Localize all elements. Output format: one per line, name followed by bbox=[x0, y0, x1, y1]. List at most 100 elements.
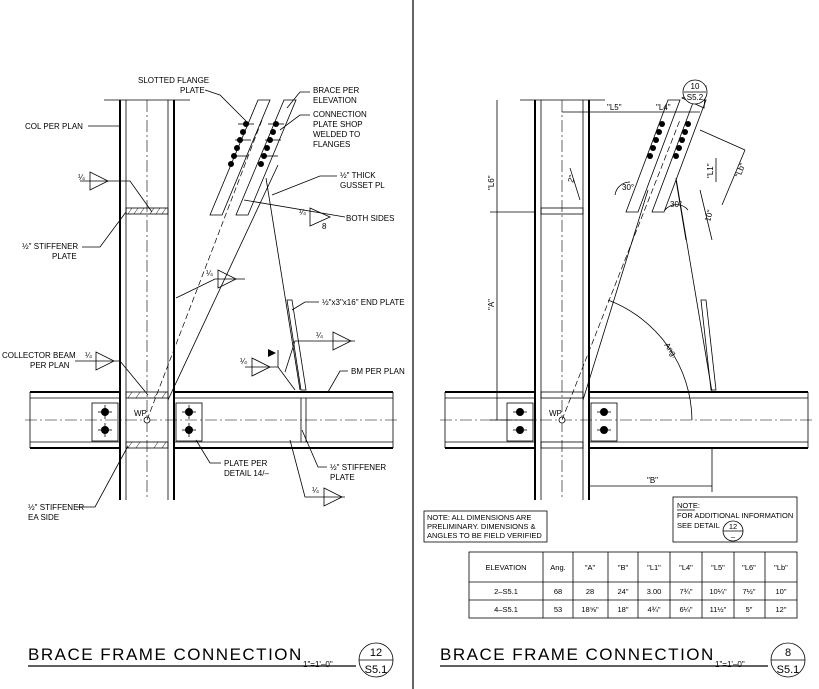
weld-symbol-field: ¼ bbox=[240, 349, 296, 391]
arc-30-a bbox=[614, 181, 631, 196]
table-cell: 6¼" bbox=[679, 605, 692, 614]
note-additional-info: NOTE: FOR ADDITIONAL INFORMATION SEE DET… bbox=[672, 496, 798, 543]
svg-text:ELEVATION: ELEVATION bbox=[313, 96, 357, 105]
dim-2in: 2" bbox=[566, 167, 581, 201]
svg-text:PLATE: PLATE bbox=[180, 86, 205, 95]
svg-text:BM PER PLAN: BM PER PLAN bbox=[351, 367, 405, 376]
svg-text:BRACE PER: BRACE PER bbox=[313, 86, 359, 95]
brace bbox=[209, 99, 297, 216]
table-header: Ang. bbox=[550, 563, 565, 572]
right-bubble-number: 8 bbox=[785, 647, 791, 659]
svg-text:WELDED TO: WELDED TO bbox=[313, 130, 360, 139]
callout-stiffener-plate: ½" STIFFENER PLATE bbox=[22, 211, 127, 261]
table-row: 2–S5.1 68 28 24" 3.00 7¾" 10¼" 7½" 10" bbox=[494, 587, 787, 596]
svg-text:"L4": "L4" bbox=[656, 103, 671, 112]
svg-text:2": 2" bbox=[566, 174, 577, 184]
table-cell: 53 bbox=[554, 605, 562, 614]
callout-collector-beam: COLLECTOR BEAM PER PLAN ¼ bbox=[2, 351, 149, 396]
section-tag: 10 S5.2 bbox=[681, 79, 708, 109]
table-cell: 10" bbox=[775, 587, 786, 596]
angle-arc bbox=[607, 299, 693, 421]
weld-symbol-both-sides: ¼ 8 BOTH SIDES bbox=[243, 199, 394, 231]
svg-text:PLATE: PLATE bbox=[330, 473, 355, 482]
shear-plate-left bbox=[91, 402, 119, 442]
gusset-edge bbox=[167, 164, 279, 401]
svg-text:½" STIFFENER: ½" STIFFENER bbox=[28, 503, 84, 512]
table-cell: 7½" bbox=[742, 587, 755, 596]
gusset-edge-2 bbox=[265, 177, 301, 391]
table-header: "L1" bbox=[647, 563, 661, 572]
table-cell: 10¼" bbox=[709, 587, 727, 596]
svg-text:ANGLES TO BE FIELD VERIFIED: ANGLES TO BE FIELD VERIFIED bbox=[427, 531, 542, 540]
dim-l5: "L5" bbox=[562, 103, 640, 113]
wp-label-right: WP bbox=[549, 409, 562, 418]
svg-text:¼: ¼ bbox=[240, 357, 247, 366]
svg-text:S5.2: S5.2 bbox=[687, 93, 704, 102]
callout-slotted-flange-plate: SLOTTED FLANGE PLATE bbox=[138, 76, 249, 124]
svg-text:SLOTTED FLANGE: SLOTTED FLANGE bbox=[138, 76, 209, 85]
callout-col-per-plan: COL PER PLAN bbox=[25, 122, 120, 131]
brace-centerline-right bbox=[561, 119, 681, 421]
svg-text:BOTH SIDES: BOTH SIDES bbox=[346, 214, 394, 223]
svg-text:COLLECTOR BEAM: COLLECTOR BEAM bbox=[2, 351, 76, 360]
left-title-block: BRACE FRAME CONNECTION 1"=1'–0" 12 S5.1 bbox=[28, 642, 394, 678]
dim-l6: "L6" bbox=[487, 100, 498, 212]
callout-end-plate: ½"x3"x16" END PLATE bbox=[291, 298, 405, 311]
svg-text:–: – bbox=[731, 532, 736, 541]
arc-30-b bbox=[664, 204, 689, 211]
dim-l1: "L1" bbox=[706, 158, 717, 182]
table-cell: 4¾" bbox=[647, 605, 660, 614]
svg-text:FLANGES: FLANGES bbox=[313, 140, 350, 149]
angle-30-a: 30° bbox=[622, 183, 634, 192]
svg-text:½"x3"x16" END PLATE: ½"x3"x16" END PLATE bbox=[322, 298, 405, 307]
left-detail: WP SLOTTED FLANGE PLATE BRACE PER ELEVAT bbox=[2, 76, 405, 678]
svg-text:DETAIL 14/–: DETAIL 14/– bbox=[224, 469, 269, 478]
svg-text:8: 8 bbox=[322, 222, 327, 231]
dimension-table: ELEVATION Ang. "A" "B" "L1" "L4" "L5" "L… bbox=[468, 551, 798, 619]
svg-text:¼: ¼ bbox=[206, 269, 213, 278]
left-bubble-number: 12 bbox=[370, 647, 382, 659]
svg-text:NOTE:: NOTE: bbox=[677, 501, 700, 510]
table-header: "L5" bbox=[711, 563, 725, 572]
right-bubble-sheet: S5.1 bbox=[777, 664, 800, 676]
table-cell: 4–S5.1 bbox=[494, 605, 518, 614]
svg-text:"L6": "L6" bbox=[487, 175, 496, 190]
svg-text:PLATE SHOP: PLATE SHOP bbox=[313, 120, 363, 129]
svg-text:"Lb": "Lb" bbox=[734, 162, 748, 179]
table-cell: 18⅝" bbox=[581, 605, 599, 614]
ang-label: Ang. bbox=[662, 341, 679, 360]
svg-text:PRELIMINARY. DIMENSIONS &: PRELIMINARY. DIMENSIONS & bbox=[427, 522, 536, 531]
svg-text:¼: ¼ bbox=[85, 351, 92, 360]
svg-text:10: 10 bbox=[691, 82, 700, 91]
table-header: ELEVATION bbox=[486, 563, 527, 572]
note-preliminary: NOTE: ALL DIMENSIONS ARE PRELIMINARY. DI… bbox=[423, 510, 548, 543]
left-bubble-sheet: S5.1 bbox=[365, 664, 388, 676]
svg-text:¼: ¼ bbox=[316, 331, 323, 340]
svg-text:NOTE: ALL DIMENSIONS ARE: NOTE: ALL DIMENSIONS ARE bbox=[427, 513, 531, 522]
svg-text:"B": "B" bbox=[647, 476, 658, 485]
table-cell: 5" bbox=[746, 605, 753, 614]
weld-symbol-end-plate: ¼ bbox=[284, 331, 355, 373]
end-plate-right bbox=[700, 299, 717, 391]
svg-text:GUSSET PL: GUSSET PL bbox=[340, 181, 385, 190]
brace-right bbox=[625, 99, 707, 213]
svg-text:FOR ADDITIONAL INFORMATION: FOR ADDITIONAL INFORMATION bbox=[677, 511, 793, 520]
end-plate bbox=[286, 299, 307, 391]
svg-text:PER PLAN: PER PLAN bbox=[30, 361, 70, 370]
table-cell: 28 bbox=[586, 587, 594, 596]
right-detail: WP Ang. "A" "L6" "L bbox=[423, 79, 812, 678]
dim-10in: 10" bbox=[675, 179, 715, 241]
svg-text:¼: ¼ bbox=[299, 208, 306, 217]
brace-centerline bbox=[146, 119, 263, 421]
dim-l4: "L4" bbox=[640, 103, 700, 113]
svg-text:12: 12 bbox=[729, 522, 737, 531]
wp-label: WP bbox=[134, 409, 147, 418]
svg-text:PLATE PER: PLATE PER bbox=[224, 459, 268, 468]
table-cell: 3.00 bbox=[647, 587, 662, 596]
callout-gusset: ½" THICK GUSSET PL bbox=[271, 171, 385, 196]
dim-a: "A" bbox=[487, 211, 535, 421]
beam-right bbox=[440, 391, 812, 449]
callout-stiffener-plate-right: ½" STIFFENER PLATE bbox=[300, 398, 386, 482]
column bbox=[104, 99, 190, 500]
